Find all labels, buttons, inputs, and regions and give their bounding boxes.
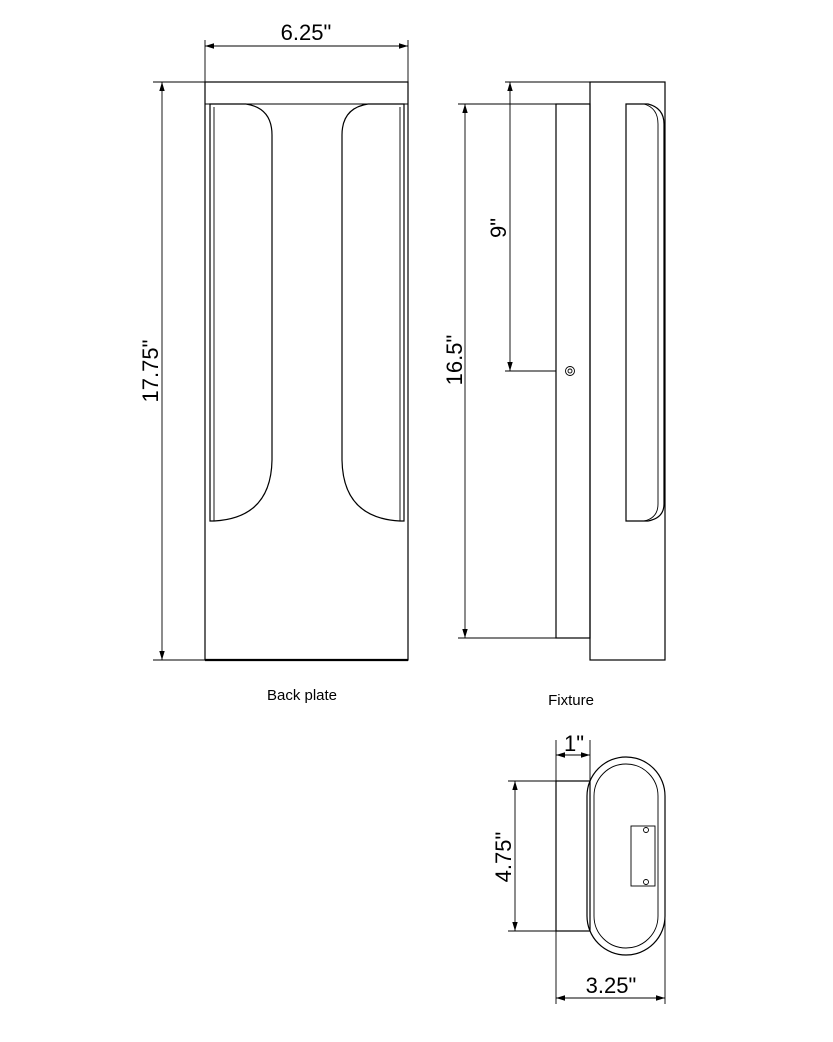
fixture-mount-label: 9" xyxy=(486,218,511,238)
top-view-width-dimension: 3.25" xyxy=(555,906,666,1004)
back-plate-caption: Back plate xyxy=(267,687,337,704)
back-plate-height-label: 17.75" xyxy=(138,340,163,403)
top-view: 1" 4.75" 3.25" xyxy=(491,731,666,1004)
back-plate-left-cutout xyxy=(209,103,273,522)
back-plate-right-cutout xyxy=(341,103,405,522)
fixture-view: 16.5" 9" Fixture xyxy=(442,81,666,709)
back-plate-height-dimension: 17.75" xyxy=(138,81,205,661)
top-view-height-label: 4.75" xyxy=(491,832,516,883)
fixture-mount-dimension: 9" xyxy=(486,81,590,372)
fixture-height-dimension: 16.5" xyxy=(442,103,556,639)
top-view-width-label: 3.25" xyxy=(586,973,637,998)
top-view-body-inner xyxy=(593,763,659,949)
top-view-depth-dimension: 1" xyxy=(555,731,591,781)
back-plate-view: 6.25" 17.75" Back plate xyxy=(138,20,409,704)
top-view-mounting-plate xyxy=(555,780,591,932)
fixture-lens-inner xyxy=(643,103,659,522)
fixture-mounting-plate xyxy=(555,103,591,639)
fixture-height-label: 16.5" xyxy=(442,335,467,386)
back-plate-outline xyxy=(204,81,409,661)
top-view-body-outer xyxy=(586,756,666,956)
top-view-height-dimension: 4.75" xyxy=(491,780,556,932)
mount-screw-icon xyxy=(565,366,575,376)
fixture-lens-outer xyxy=(625,103,665,522)
fixture-body xyxy=(589,81,666,661)
fixture-caption: Fixture xyxy=(548,692,594,709)
back-plate-width-dimension: 6.25" xyxy=(204,20,409,82)
top-view-depth-label: 1" xyxy=(564,731,584,756)
back-plate-width-label: 6.25" xyxy=(281,20,332,45)
driver-box-icon xyxy=(630,825,656,887)
